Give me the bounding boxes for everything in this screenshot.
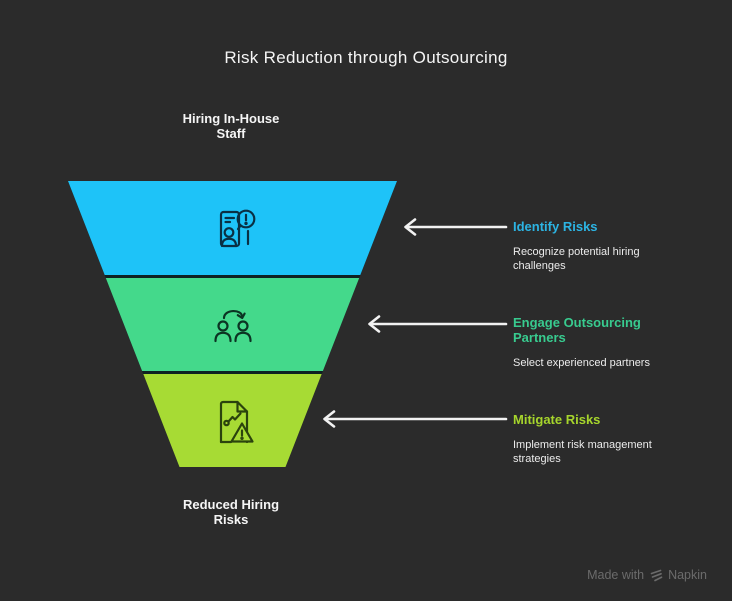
funnel-top-label: Hiring In-House Staff: [182, 111, 280, 141]
connector-arrows: [323, 218, 508, 428]
watermark-prefix: Made with: [587, 568, 645, 582]
annotation-heading: Identify Risks: [513, 219, 598, 234]
annotation-mitigate-risks: Mitigate Risks Implement risk management…: [513, 412, 671, 466]
people-transfer-icon: [214, 309, 252, 343]
document-warning-icon: [219, 400, 254, 444]
made-with-napkin-link[interactable]: Made with Napkin: [587, 568, 707, 582]
funnel-stage-identify-risks-shape: [68, 181, 397, 275]
annotation-description: Recognize potential hiring challenges: [513, 246, 640, 272]
arrow-identify-risks: [404, 218, 508, 236]
watermark-brand: Napkin: [668, 568, 707, 582]
annotation-description: Select experienced partners: [513, 357, 650, 369]
person-alert-icon: [219, 209, 256, 248]
annotation-identify-risks: Identify Risks Recognize potential hirin…: [513, 219, 671, 273]
page-title: Risk Reduction through Outsourcing: [224, 48, 508, 67]
arrow-engage-partners: [368, 315, 508, 333]
arrow-mitigate-risks: [323, 410, 508, 428]
funnel-stage-engage-partners-shape: [105, 278, 360, 371]
napkin-logo-icon: [650, 569, 663, 581]
annotation-heading: Mitigate Risks: [513, 412, 601, 427]
funnel-stage-mitigate-risks-shape: [143, 374, 322, 467]
funnel-bottom-label: Reduced Hiring Risks: [182, 497, 280, 527]
annotation-description: Implement risk management strategies: [513, 439, 652, 465]
annotation-heading: Engage Outsourcing Partners: [513, 315, 641, 345]
annotation-engage-partners: Engage Outsourcing Partners Select exper…: [513, 315, 671, 371]
